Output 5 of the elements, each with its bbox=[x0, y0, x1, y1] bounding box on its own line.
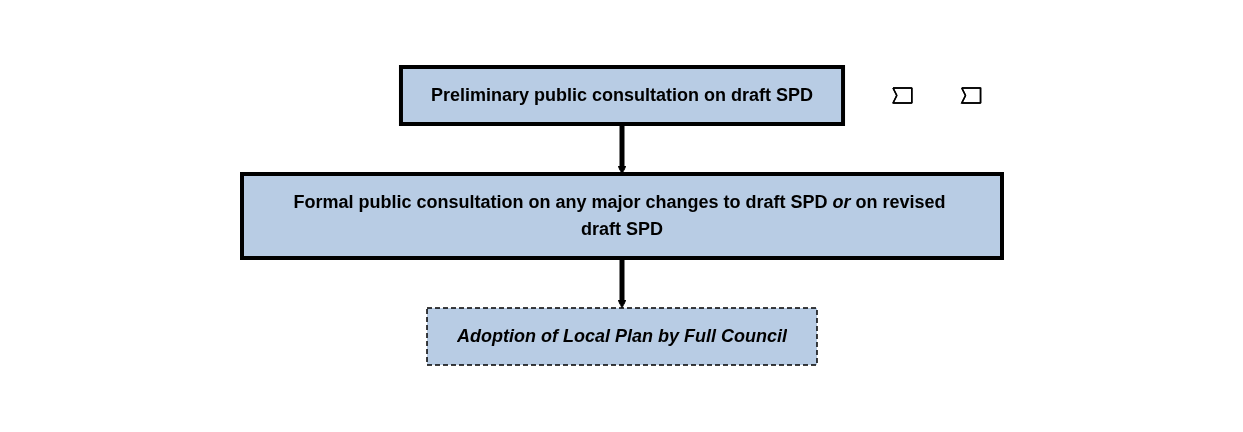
arrow bbox=[617, 124, 626, 175]
arrow bbox=[617, 258, 626, 309]
node-box: Preliminary public consultation on draft SPD bbox=[398, 65, 845, 126]
node-box: Formal public consultation on any major changes to draft SPD or on revised draft SPD bbox=[239, 172, 1004, 260]
node-box: Adoption of Local Plan by Full Council bbox=[425, 307, 818, 366]
